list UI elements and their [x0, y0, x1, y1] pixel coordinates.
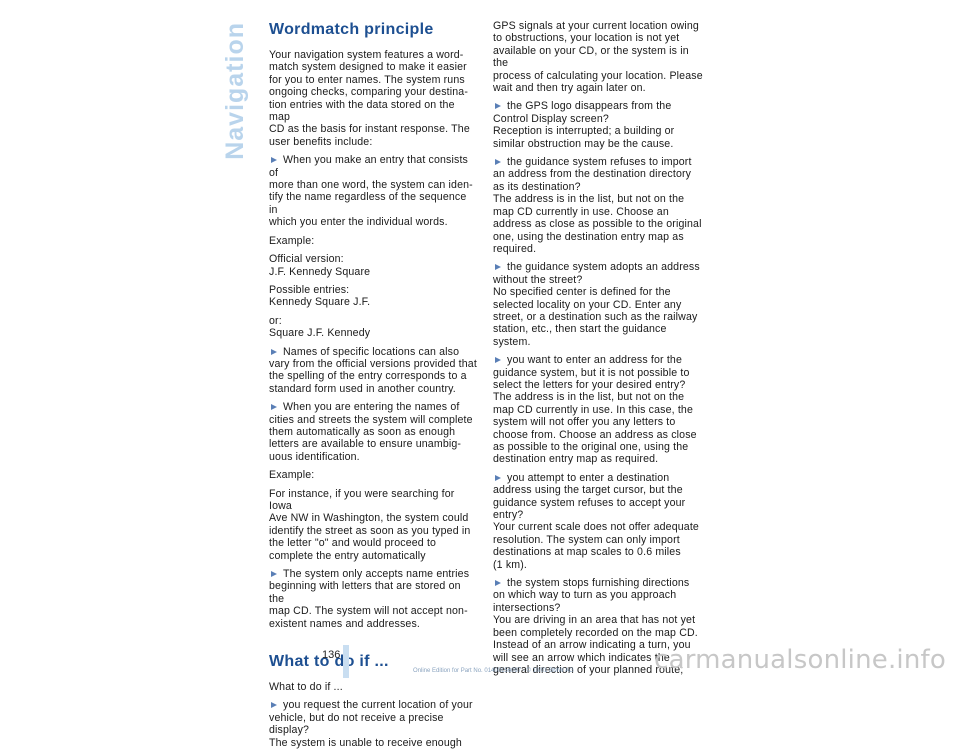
- page-marker-bar: [343, 645, 349, 678]
- footer-text: Online Edition for Part No. 01400156097 …: [413, 668, 574, 674]
- bullet-arrow-icon: [495, 474, 501, 481]
- page-number: 136: [322, 649, 341, 661]
- bullet-item: Names of specific locations can also var…: [269, 346, 477, 396]
- bullet-item: you attempt to enter a destination addre…: [493, 472, 703, 571]
- bullet-text: Names of specific locations can also var…: [269, 345, 477, 395]
- bullet-item: the system stops furnishing directions o…: [493, 577, 703, 676]
- bullet-text: you want to enter an address for the gui…: [493, 354, 697, 466]
- bullet-text: The system only accepts name entries beg…: [269, 568, 470, 630]
- bullet-arrow-icon: [495, 159, 501, 166]
- bullet-item: When you are entering the names of citie…: [269, 401, 477, 463]
- bullet-item: you request the current location of your…: [269, 699, 477, 749]
- what-to-do-intro: What to do if ...: [269, 681, 343, 694]
- bullet-item: the GPS logo disappears from the Control…: [493, 100, 703, 150]
- example-label: Example:: [269, 234, 315, 247]
- bullet-text: the guidance system adopts an address wi…: [493, 261, 700, 348]
- bullet-text: the system stops furnishing directions o…: [493, 577, 698, 676]
- bullet-item: the guidance system adopts an address wi…: [493, 261, 703, 348]
- bullet-item: the guidance system refuses to import an…: [493, 156, 703, 255]
- bullet-arrow-icon: [271, 348, 277, 355]
- bullet-text: the GPS logo disappears from the Control…: [493, 100, 675, 150]
- bullet-item: you want to enter an address for the gui…: [493, 354, 703, 466]
- bullet-text: When you make an entry that consists of …: [269, 154, 473, 229]
- bullet-arrow-icon: [495, 580, 501, 587]
- section-tab: Navigation: [221, 22, 249, 160]
- possible-entries: Possible entries: Kennedy Square J.F.: [269, 283, 371, 309]
- continued-paragraph: GPS signals at your current location owi…: [493, 20, 703, 95]
- heading-what-to-do: What to do if ...: [269, 653, 389, 671]
- bullet-arrow-icon: [271, 404, 277, 411]
- bullet-arrow-icon: [495, 103, 501, 110]
- bullet-text: you attempt to enter a destination addre…: [493, 471, 699, 571]
- section-tab-label: Navigation: [220, 22, 249, 160]
- bullet-arrow-icon: [495, 357, 501, 364]
- example-label: Example:: [269, 469, 315, 482]
- or-entry: or: Square J.F. Kennedy: [269, 314, 371, 340]
- bullet-text: When you are entering the names of citie…: [269, 401, 473, 463]
- bullet-arrow-icon: [271, 702, 277, 709]
- left-column: Wordmatch principle Your navigation syst…: [269, 20, 477, 755]
- bullet-item: When you make an entry that consists of …: [269, 154, 477, 228]
- bullet-text: you request the current location of your…: [269, 699, 473, 749]
- bullet-arrow-icon: [495, 264, 501, 271]
- bullet-arrow-icon: [271, 571, 277, 578]
- example-paragraph: For instance, if you were searching for …: [269, 487, 471, 562]
- bullet-item: The system only accepts name entries beg…: [269, 568, 477, 630]
- bullet-arrow-icon: [271, 157, 277, 164]
- right-column: GPS signals at your current location owi…: [493, 20, 703, 682]
- intro-paragraph: Your navigation system features a word- …: [269, 49, 470, 148]
- official-version: Official version: J.F. Kennedy Square: [269, 253, 371, 278]
- heading-wordmatch: Wordmatch principle: [269, 21, 434, 38]
- watermark: carmanualsonline.info: [654, 645, 946, 675]
- bullet-text: the guidance system refuses to import an…: [493, 156, 702, 255]
